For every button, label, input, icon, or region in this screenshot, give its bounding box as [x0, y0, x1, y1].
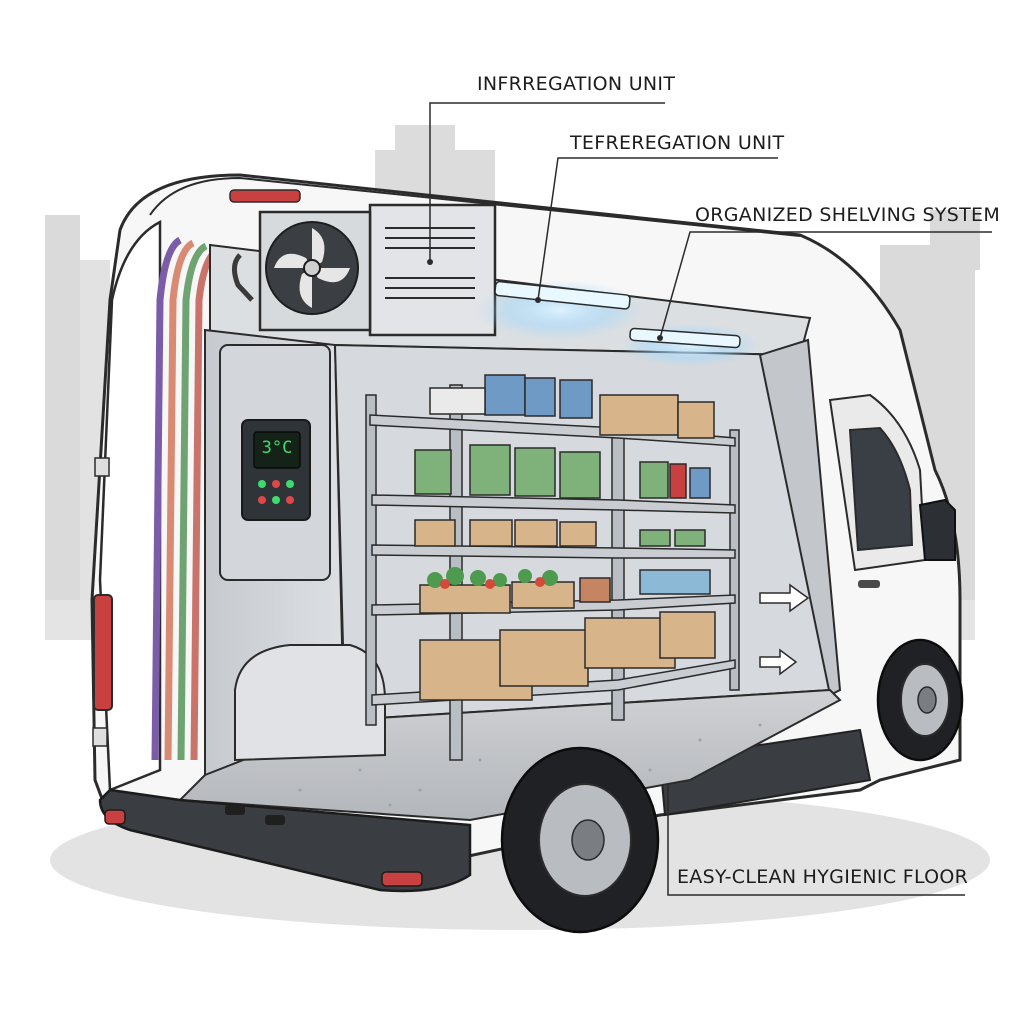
rear-wheel — [500, 746, 660, 934]
callout-infrregation-unit: INFRREGATION UNIT — [477, 73, 676, 95]
produce — [419, 567, 711, 614]
shelving-system — [365, 374, 740, 761]
callout-tefreregation-unit: TEFREREGATION UNIT — [570, 132, 785, 154]
rear-bumper — [98, 788, 472, 893]
led-lights — [475, 280, 760, 367]
control-panel — [219, 344, 331, 581]
fan-blades-icon — [274, 228, 350, 308]
callout-organized-shelving: ORGANIZED SHELVING SYSTEM — [695, 204, 1001, 226]
temperature-readout: 3°C — [261, 438, 293, 458]
callout-easy-clean-floor: EASY-CLEAN HYGIENIC FLOOR — [677, 866, 969, 888]
refrigeration-unit — [232, 203, 497, 337]
callout-leaders — [429, 102, 992, 896]
front-wheel — [876, 638, 964, 762]
arrow-right-icon — [759, 583, 810, 676]
